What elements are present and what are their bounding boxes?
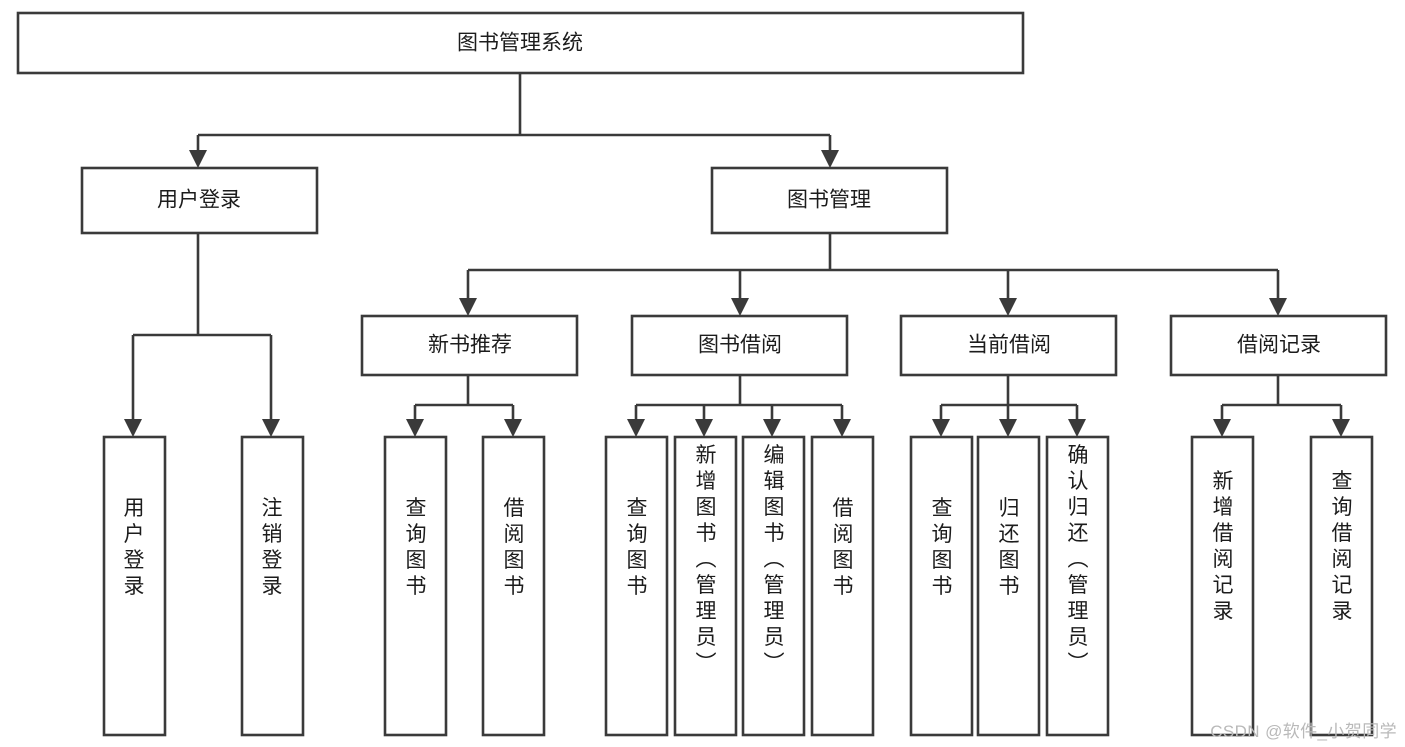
node-leaf-edit-book[interactable]: 编辑图书︵管理员︶ bbox=[741, 435, 806, 737]
node-leaf-user-login-label: 用户登录 bbox=[124, 497, 145, 598]
arrow-head-leaf-query-book-3 bbox=[932, 419, 950, 437]
node-book-borrow[interactable]: 图书借阅 bbox=[630, 314, 849, 377]
connector-new-book-rec-split bbox=[413, 375, 515, 421]
arrow-head-book-manage bbox=[821, 150, 839, 168]
arrow-head-user-login bbox=[189, 150, 207, 168]
arrow-head-leaf-add-book bbox=[695, 419, 713, 437]
node-book-manage[interactable]: 图书管理 bbox=[710, 166, 949, 235]
arrow-head-leaf-return-book bbox=[999, 419, 1017, 437]
node-leaf-confirm-return[interactable]: 确认归还︵管理员︶ bbox=[1045, 435, 1110, 737]
node-root[interactable]: 图书管理系统 bbox=[16, 11, 1025, 75]
connector-user-login-split bbox=[131, 233, 273, 421]
arrow-head-leaf-borrow-book-2 bbox=[833, 419, 851, 437]
node-borrow-record[interactable]: 借阅记录 bbox=[1169, 314, 1388, 377]
node-leaf-query-book-2-box[interactable] bbox=[604, 435, 669, 737]
node-leaf-query-book-3-box[interactable] bbox=[909, 435, 974, 737]
node-leaf-user-logout[interactable]: 注销登录 bbox=[240, 435, 305, 737]
node-leaf-borrow-book-1[interactable]: 借阅图书 bbox=[481, 435, 546, 737]
node-leaf-add-book[interactable]: 新增图书︵管理员︶ bbox=[673, 435, 738, 737]
node-leaf-confirm-return-label: 确认归还︵管理员︶ bbox=[1068, 444, 1089, 675]
arrow-head-current-borrow bbox=[999, 298, 1017, 316]
node-leaf-query-book-3-label: 查询图书 bbox=[932, 497, 953, 598]
node-leaf-add-book-box[interactable] bbox=[673, 435, 738, 737]
node-new-book-rec[interactable]: 新书推荐 bbox=[360, 314, 579, 377]
node-leaf-return-book-box[interactable] bbox=[976, 435, 1041, 737]
node-book-borrow-box[interactable] bbox=[630, 314, 849, 377]
node-leaf-add-record[interactable]: 新增借阅记录 bbox=[1190, 435, 1255, 737]
node-leaf-query-record-label: 查询借阅记录 bbox=[1332, 470, 1353, 623]
node-root-box[interactable] bbox=[16, 11, 1025, 75]
node-leaf-query-record-box[interactable] bbox=[1309, 435, 1374, 737]
arrow-head-leaf-borrow-book-1 bbox=[504, 419, 522, 437]
node-leaf-query-record[interactable]: 查询借阅记录 bbox=[1309, 435, 1374, 737]
node-new-book-rec-label: 新书推荐 bbox=[428, 334, 512, 357]
node-leaf-borrow-book-1-label: 借阅图书 bbox=[504, 497, 525, 598]
node-leaf-add-book-label: 新增图书︵管理员︶ bbox=[696, 444, 717, 675]
node-leaf-query-book-2[interactable]: 查询图书 bbox=[604, 435, 669, 737]
node-root-label: 图书管理系统 bbox=[457, 32, 583, 55]
node-current-borrow-label: 当前借阅 bbox=[967, 334, 1051, 357]
connector-current-borrow-split bbox=[939, 375, 1079, 421]
connector-root-split bbox=[196, 73, 832, 152]
node-user-login-label: 用户登录 bbox=[157, 189, 241, 212]
arrow-head-leaf-user-logout bbox=[262, 419, 280, 437]
node-leaf-borrow-book-2[interactable]: 借阅图书 bbox=[810, 435, 875, 737]
node-leaf-query-book-1[interactable]: 查询图书 bbox=[383, 435, 448, 737]
node-leaf-user-logout-box[interactable] bbox=[240, 435, 305, 737]
arrow-head-borrow-record bbox=[1269, 298, 1287, 316]
arrow-head-book-borrow bbox=[731, 298, 749, 316]
connector-borrow-record-split bbox=[1220, 375, 1343, 421]
connector-group bbox=[124, 73, 1350, 437]
node-leaf-user-login-box[interactable] bbox=[102, 435, 167, 737]
node-leaf-query-book-3[interactable]: 查询图书 bbox=[909, 435, 974, 737]
node-leaf-borrow-book-1-box[interactable] bbox=[481, 435, 546, 737]
node-leaf-return-book-label: 归还图书 bbox=[999, 497, 1020, 598]
node-leaf-query-book-1-label: 查询图书 bbox=[406, 497, 427, 598]
arrow-head-leaf-add-record bbox=[1213, 419, 1231, 437]
arrow-head-leaf-query-record bbox=[1332, 419, 1350, 437]
node-leaf-query-book-1-box[interactable] bbox=[383, 435, 448, 737]
node-leaf-user-login[interactable]: 用户登录 bbox=[102, 435, 167, 737]
arrow-head-leaf-edit-book bbox=[763, 419, 781, 437]
node-leaf-add-record-label: 新增借阅记录 bbox=[1213, 470, 1234, 623]
node-leaf-borrow-book-2-box[interactable] bbox=[810, 435, 875, 737]
node-book-borrow-label: 图书借阅 bbox=[698, 334, 782, 357]
node-current-borrow-box[interactable] bbox=[899, 314, 1118, 377]
node-user-login[interactable]: 用户登录 bbox=[80, 166, 319, 235]
node-new-book-rec-box[interactable] bbox=[360, 314, 579, 377]
node-borrow-record-label: 借阅记录 bbox=[1237, 334, 1321, 357]
node-leaf-add-record-box[interactable] bbox=[1190, 435, 1255, 737]
arrow-head-leaf-query-book-1 bbox=[406, 419, 424, 437]
node-book-manage-box[interactable] bbox=[710, 166, 949, 235]
connector-book-manage-split bbox=[466, 233, 1280, 300]
node-current-borrow[interactable]: 当前借阅 bbox=[899, 314, 1118, 377]
node-leaf-confirm-return-box[interactable] bbox=[1045, 435, 1110, 737]
arrow-head-leaf-user-login bbox=[124, 419, 142, 437]
node-user-login-box[interactable] bbox=[80, 166, 319, 235]
node-leaf-query-book-2-label: 查询图书 bbox=[627, 497, 648, 598]
arrow-head-leaf-query-book-2 bbox=[627, 419, 645, 437]
node-leaf-return-book[interactable]: 归还图书 bbox=[976, 435, 1041, 737]
node-leaf-user-logout-label: 注销登录 bbox=[262, 497, 283, 598]
node-leaf-edit-book-label: 编辑图书︵管理员︶ bbox=[764, 444, 785, 675]
connector-book-borrow-split bbox=[634, 375, 844, 421]
watermark-text: CSDN @软件_小贺同学 bbox=[1210, 722, 1397, 741]
node-leaf-edit-book-box[interactable] bbox=[741, 435, 806, 737]
node-borrow-record-box[interactable] bbox=[1169, 314, 1388, 377]
arrow-head-leaf-confirm-return bbox=[1068, 419, 1086, 437]
arrow-head-new-book-rec bbox=[459, 298, 477, 316]
node-leaf-borrow-book-2-label: 借阅图书 bbox=[833, 497, 854, 598]
node-book-manage-label: 图书管理 bbox=[787, 189, 871, 212]
